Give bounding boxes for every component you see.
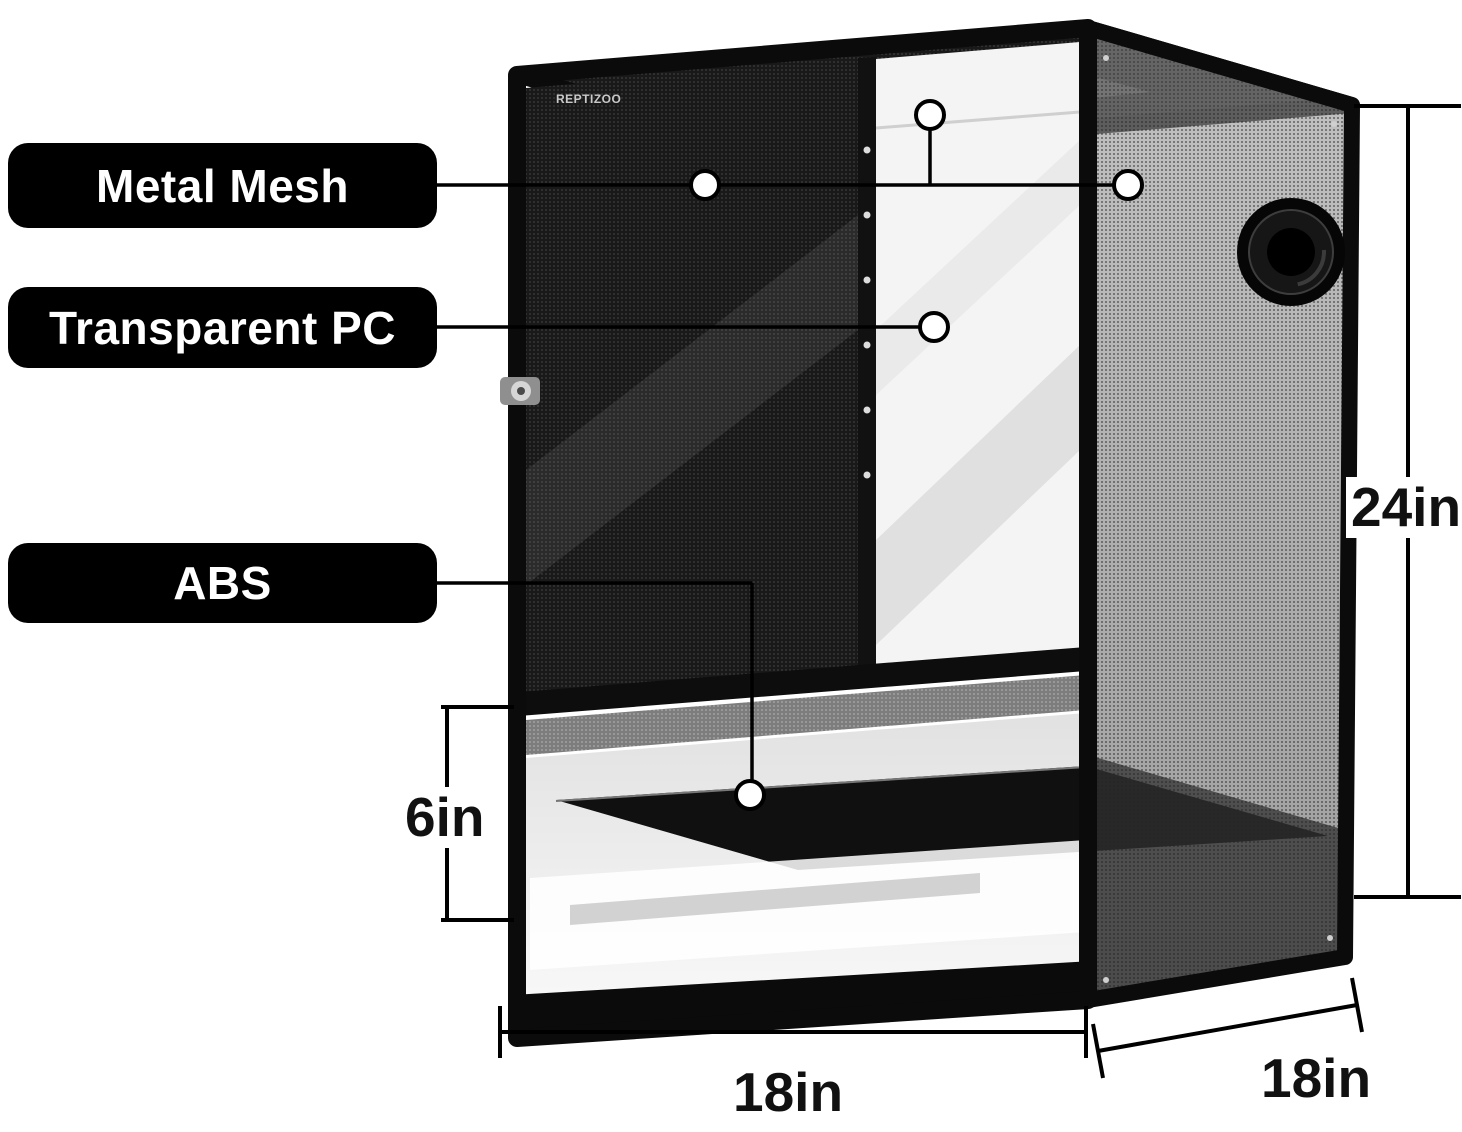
marker-top-mesh	[914, 99, 946, 131]
callout-markers	[689, 99, 1144, 811]
label-transparent-pc-text: Transparent PC	[49, 301, 396, 354]
hinge-rivet	[863, 341, 871, 349]
hinge-rivet	[863, 276, 871, 284]
front-door-mesh	[526, 60, 858, 699]
hinge-rivet	[863, 211, 871, 219]
label-metal-mesh: Metal Mesh	[8, 143, 437, 228]
door-bottom-rail	[519, 647, 1086, 716]
dimension-width-label: 18in	[728, 1062, 849, 1123]
glass-reflection	[530, 840, 1086, 970]
callout-lines	[437, 115, 1128, 795]
label-abs: ABS	[8, 543, 437, 623]
dimension-height-label: 24in	[1346, 477, 1462, 538]
label-metal-mesh-text: Metal Mesh	[96, 159, 349, 212]
hinge-rivet	[863, 471, 871, 479]
front-frame	[508, 19, 1097, 1047]
label-transparent-pc: Transparent PC	[8, 287, 437, 368]
cable-vent-port	[1237, 198, 1345, 306]
brand-logo: REPTIZOO	[556, 92, 621, 106]
marker-front-mesh	[689, 169, 721, 201]
lower-mesh-strip	[526, 675, 1086, 755]
interior-back-post	[858, 57, 876, 673]
cage-illustration: REPTIZOO	[500, 19, 1360, 1047]
front-open-interior	[875, 42, 1081, 671]
dimension-depth-line	[1091, 977, 1364, 1079]
corner-screw	[1327, 935, 1333, 941]
label-abs-text: ABS	[173, 557, 272, 609]
dimension-front-panel-label: 6in	[400, 787, 490, 848]
door-latch	[500, 377, 540, 405]
corner-screw	[1331, 121, 1337, 127]
dimension-depth-label: 18in	[1256, 1048, 1377, 1109]
marker-side-mesh	[1112, 169, 1144, 201]
corner-screw	[1103, 977, 1109, 983]
hinge-rivet	[863, 406, 871, 414]
dimension-width-line	[498, 1006, 1088, 1058]
marker-transparent-pc	[918, 311, 950, 343]
hinge-rivet	[863, 146, 871, 154]
corner-screw	[1103, 55, 1109, 61]
marker-abs-tray	[734, 779, 766, 811]
